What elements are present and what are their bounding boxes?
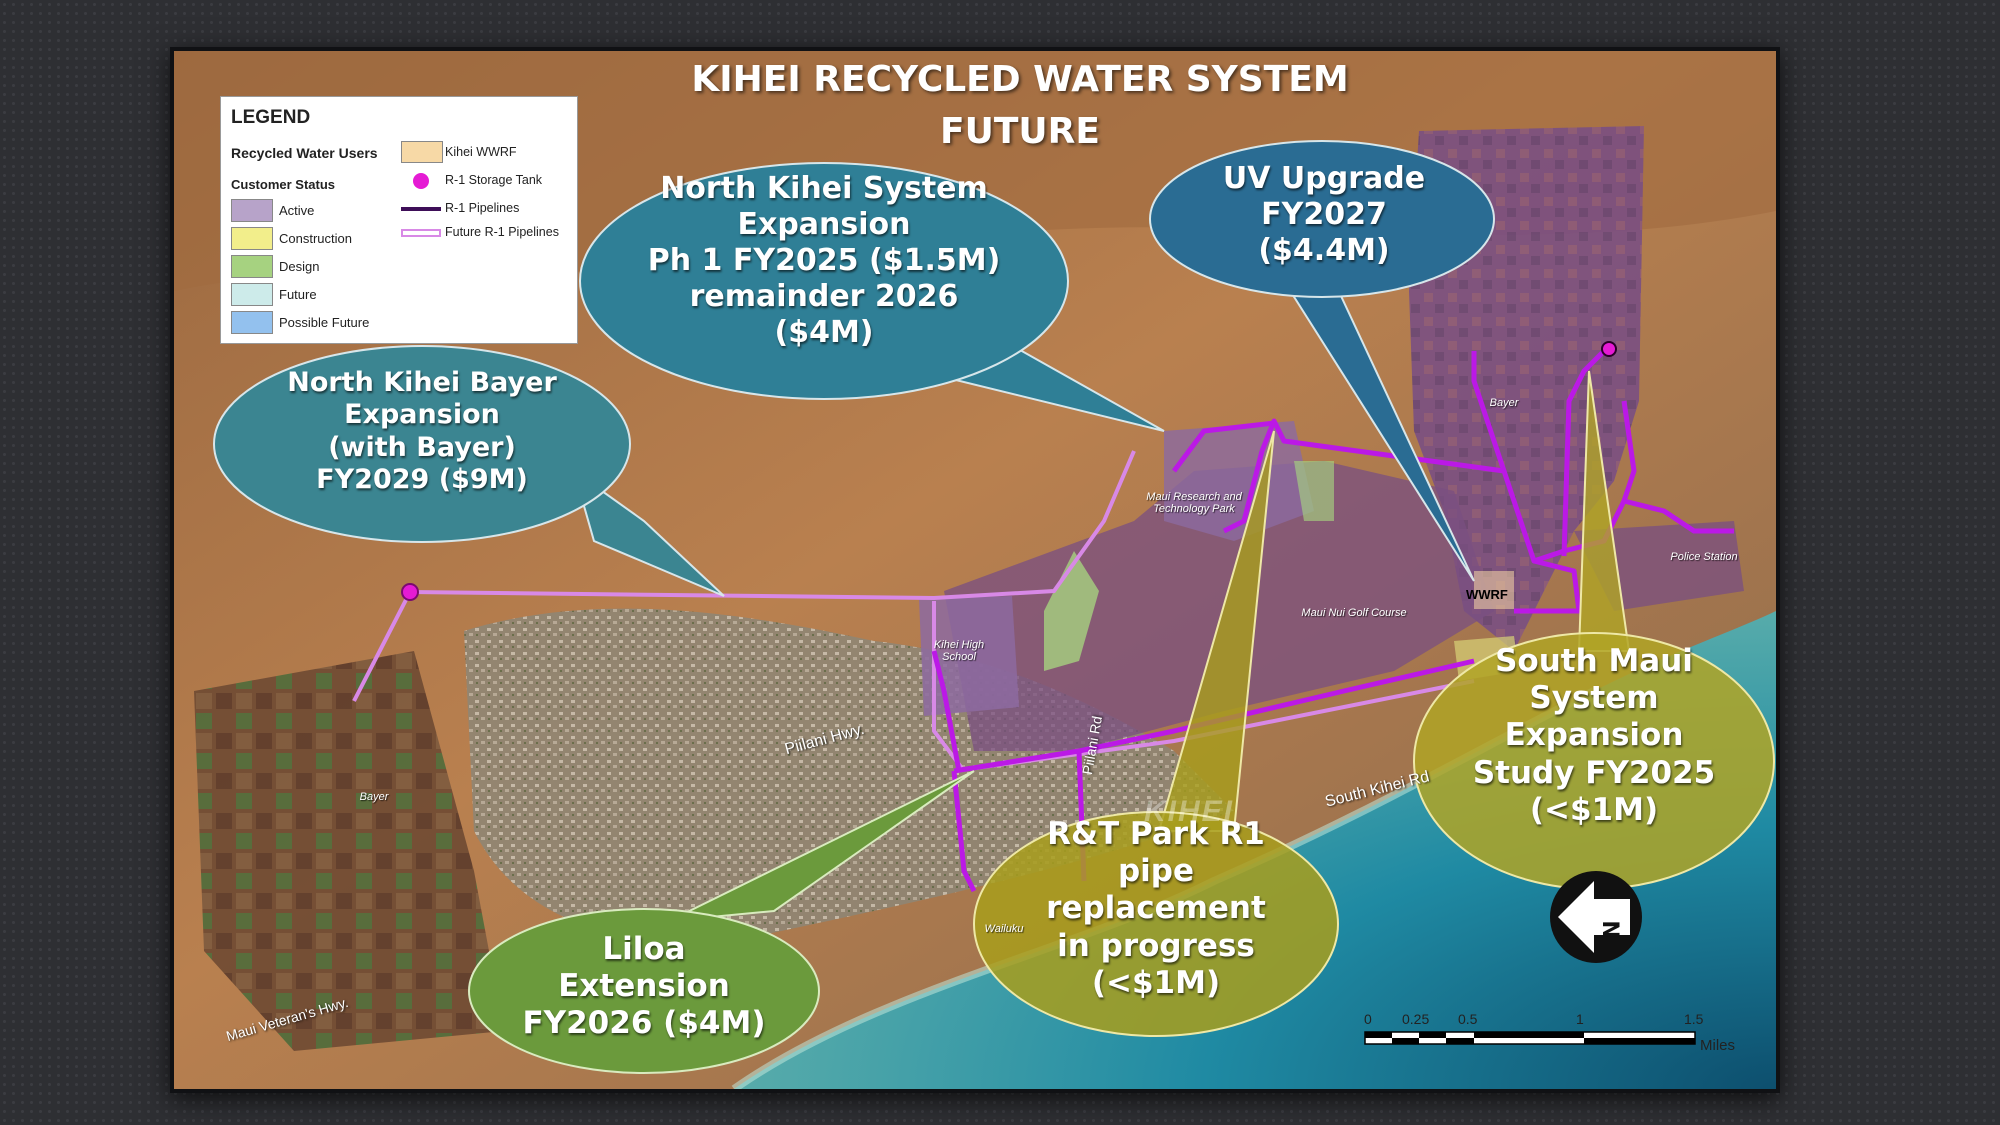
label-kihei-high-school: Kihei High School <box>933 639 985 663</box>
legend-label-possible-future: Possible Future <box>279 315 370 330</box>
legend: LEGEND Recycled Water Users Customer Sta… <box>220 96 578 344</box>
callout-line: FY2029 ($9M) <box>316 464 528 496</box>
wwrf-site <box>1474 571 1514 609</box>
legend-label-storage-tank: R-1 Storage Tank <box>445 173 543 187</box>
callout-line: (<$1M) <box>1091 964 1221 1001</box>
callout-line: Ph 1 FY2025 ($1.5M) <box>647 243 1001 278</box>
scale-tick-025: 0.25 <box>1402 1011 1430 1027</box>
callout-line: (with Bayer) <box>328 431 516 463</box>
callout-line: UV Upgrade <box>1222 161 1426 196</box>
callout-line: Expansion <box>1504 717 1684 754</box>
agricultural-fields <box>194 651 504 1051</box>
legend-swatch-design <box>231 255 273 278</box>
north-arrow-icon <box>1550 871 1642 963</box>
research-park-area <box>1164 421 1314 541</box>
callout-line: pipe <box>1117 853 1195 890</box>
callout-uv-upgrade: UV Upgrade FY2027 ($4.4M) <box>1174 161 1474 269</box>
callout-line: ($4M) <box>774 315 874 350</box>
label-bayer-north: Bayer <box>1489 397 1519 409</box>
callout-north-kihei-bayer-shape <box>213 345 725 597</box>
callout-line: Extension <box>558 968 730 1005</box>
label-wailea: Wailuku <box>984 923 1024 935</box>
callout-line: ($4.4M) <box>1258 233 1390 268</box>
callout-rt-park: R&T Park R1 pipe replacement in progress… <box>1006 816 1306 1002</box>
callout-rt-park-shape <box>973 430 1339 1037</box>
legend-swatch-construction <box>231 227 273 250</box>
label-police-station: Police Station <box>1670 551 1738 563</box>
future-pipeline-legend-line <box>401 229 441 237</box>
legend-label-pipelines: R-1 Pipelines <box>445 201 520 215</box>
callout-line: Expansion <box>344 399 500 431</box>
label-wwrf: WWRF <box>1466 587 1508 602</box>
design-area-2 <box>1294 461 1334 521</box>
legend-label-active: Active <box>279 203 315 218</box>
future-pipelines <box>352 450 1475 773</box>
legend-label-construction: Construction <box>279 231 352 246</box>
scale-unit: Miles <box>1700 1037 1736 1054</box>
label-maui-research: Maui Research and Technology Park <box>1146 491 1242 515</box>
callout-south-maui: South Maui System Expansion Study FY2025… <box>1444 643 1744 829</box>
callout-line: replacement <box>1046 890 1266 927</box>
callout-north-kihei-expansion-shape <box>579 162 1165 432</box>
storage-tank-west <box>401 583 419 601</box>
legend-label-future: Future <box>279 287 317 302</box>
callout-line: System <box>1529 680 1659 717</box>
map-canvas <box>174 51 1776 1089</box>
legend-swatch-future <box>231 283 273 306</box>
callout-line: Liloa <box>602 931 686 967</box>
legend-heading: LEGEND <box>231 107 311 128</box>
legend-customer-status: Customer Status <box>231 177 336 192</box>
r1-pipelines <box>931 349 1734 893</box>
pipeline-legend-icon <box>401 207 441 211</box>
label-maui-nui-golf: Maui Nui Golf Course <box>1301 607 1407 619</box>
callout-liloa-shape <box>468 770 975 1074</box>
legend-swatch-wwrf <box>401 141 443 163</box>
callout-liloa: Liloa Extension FY2026 ($4M) <box>494 931 794 1043</box>
map-subtitle: FUTURE <box>940 111 1100 152</box>
legend-label-design: Design <box>279 259 320 274</box>
legend-recycled-users: Recycled Water Users <box>231 145 378 161</box>
map-title: KIHEI RECYCLED WATER SYSTEM <box>691 59 1349 100</box>
callout-north-kihei-expansion: North Kihei System Expansion Ph 1 FY2025… <box>594 171 1054 351</box>
scale-tick-0: 0 <box>1364 1011 1372 1027</box>
callout-line: in progress <box>1057 927 1255 964</box>
callout-line: FY2026 ($4M) <box>522 1005 766 1042</box>
active-area-central <box>944 461 1494 751</box>
callout-line: South Maui <box>1495 643 1693 679</box>
future-pipeline-legend-icon <box>401 229 441 237</box>
legend-swatch-possible-future <box>231 311 273 334</box>
legend-label-wwrf: Kihei WWRF <box>445 145 517 159</box>
scale-bar: 0 0.25 0.5 1 1.5 Miles <box>1364 1011 1735 1063</box>
callout-south-maui-shape <box>1413 370 1775 890</box>
callout-uv-upgrade-shape <box>1149 140 1495 582</box>
label-bayer-south: Bayer <box>359 791 389 803</box>
callout-line: (<$1M) <box>1529 791 1659 828</box>
callout-line: Study FY2025 <box>1472 754 1716 791</box>
storage-tank-east <box>1601 341 1617 357</box>
callout-line: North Kihei Bayer <box>287 367 557 398</box>
callout-line: remainder 2026 <box>689 279 959 314</box>
scale-bar-graphic <box>1364 1031 1696 1045</box>
map-frame: KIHEI RECYCLED WATER SYSTEM FUTURE LEGEN… <box>170 47 1780 1093</box>
design-area <box>1044 551 1099 671</box>
callout-line: R&T Park R1 <box>1047 816 1265 852</box>
callout-line: Expansion <box>737 207 911 242</box>
north-letter: N <box>1600 920 1626 939</box>
callout-line: FY2027 <box>1261 197 1387 232</box>
callout-north-kihei-bayer: North Kihei Bayer Expansion (with Bayer)… <box>232 367 612 497</box>
storage-tank-legend-icon <box>413 173 429 189</box>
scale-tick-05: 0.5 <box>1458 1011 1478 1027</box>
scale-tick-15: 1.5 <box>1684 1011 1704 1027</box>
label-kihei: KIHEI <box>1144 795 1235 828</box>
scale-tick-1: 1 <box>1576 1011 1584 1027</box>
legend-label-future-pipelines: Future R-1 Pipelines <box>445 225 559 239</box>
callout-line: North Kihei System <box>660 171 988 206</box>
legend-swatch-active <box>231 199 273 222</box>
storage-tank-legend-dot <box>413 173 429 189</box>
